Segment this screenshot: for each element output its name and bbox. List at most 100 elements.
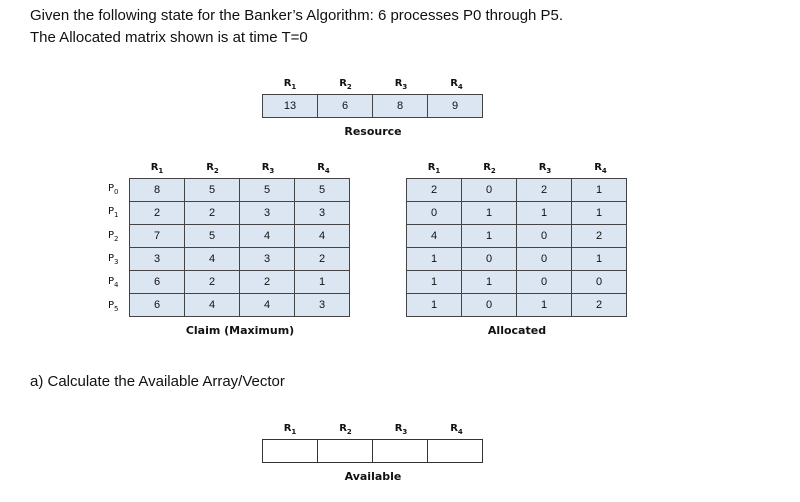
claim-header-r4: R4 <box>317 162 330 175</box>
table-cell: 0 <box>406 201 462 225</box>
part-a-question: a) Calculate the Available Array/Vector <box>30 373 285 390</box>
table-cell: 2 <box>571 224 627 248</box>
claim-header-r2: R2 <box>206 162 219 175</box>
table-cell: 0 <box>461 178 517 202</box>
table-cell: 3 <box>294 201 350 225</box>
table-cell: 1 <box>516 201 572 225</box>
table-cell: 1 <box>294 270 350 294</box>
table-cell: 4 <box>294 224 350 248</box>
table-cell: 9 <box>427 94 483 118</box>
claim-header-r3: R3 <box>261 162 275 175</box>
table-cell: 8 <box>372 94 428 118</box>
table-cell: 2 <box>129 201 185 225</box>
table-cell: 3 <box>239 247 295 271</box>
table-cell: 4 <box>184 247 240 271</box>
table-cell: 0 <box>461 293 517 317</box>
table-cell: 5 <box>294 178 350 202</box>
table-cell: 3 <box>239 201 295 225</box>
process-label-p1: P1 <box>108 206 119 220</box>
table-cell: 1 <box>406 293 462 317</box>
process-label-p2: P2 <box>108 229 119 243</box>
available-header-r2: R2 <box>339 423 352 436</box>
table-cell[interactable] <box>427 439 483 463</box>
resource-header-r3: R3 <box>394 78 408 91</box>
table-row <box>262 439 483 463</box>
table-cell: 5 <box>239 178 295 202</box>
question-line-2: The Allocated matrix shown is at time T=… <box>30 29 308 46</box>
available-header-r4: R4 <box>450 423 463 436</box>
table-cell: 6 <box>129 270 185 294</box>
table-cell: 4 <box>239 224 295 248</box>
allocated-caption: Allocated <box>487 324 547 337</box>
available-header-r1: R1 <box>283 423 297 436</box>
table-cell: 2 <box>571 293 627 317</box>
process-label-p0: P0 <box>108 183 119 196</box>
allocated-header-r3: R3 <box>538 162 552 175</box>
allocated-header-r1: R1 <box>427 162 441 175</box>
table-cell[interactable] <box>372 439 428 463</box>
resource-header-r4: R4 <box>450 78 463 91</box>
table-cell: 1 <box>406 247 462 271</box>
table-cell: 2 <box>516 178 572 202</box>
table-cell: 0 <box>516 247 572 271</box>
table-cell: 3 <box>129 247 185 271</box>
claim-caption: Claim (Maximum) <box>185 324 295 337</box>
table-cell: 4 <box>239 293 295 317</box>
table-cell: 1 <box>516 293 572 317</box>
table-cell: 1 <box>571 247 627 271</box>
table-cell: 1 <box>406 270 462 294</box>
question-line-1: Given the following state for the Banker… <box>30 7 564 24</box>
table-cell: 3 <box>294 293 350 317</box>
table-cell: 1 <box>461 224 517 248</box>
table-cell: 6 <box>317 94 373 118</box>
table-cell: 1 <box>461 201 517 225</box>
table-cell: 4 <box>184 293 240 317</box>
table-cell: 13 <box>262 94 318 118</box>
table-cell: 4 <box>406 224 462 248</box>
resource-caption: Resource <box>344 125 402 138</box>
available-header-r3: R3 <box>394 423 408 436</box>
table-cell: 8 <box>129 178 185 202</box>
table-cell: 2 <box>184 270 240 294</box>
table-cell: 2 <box>184 201 240 225</box>
allocated-header-r4: R4 <box>594 162 607 175</box>
allocated-header-r2: R2 <box>483 162 496 175</box>
table-cell: 6 <box>129 293 185 317</box>
table-cell: 1 <box>461 270 517 294</box>
resource-header-r1: R1 <box>283 78 297 91</box>
table-cell[interactable] <box>262 439 318 463</box>
claim-header-r1: R1 <box>150 162 164 175</box>
table-cell: 1 <box>571 201 627 225</box>
table-cell: 2 <box>239 270 295 294</box>
table-cell: 7 <box>129 224 185 248</box>
table-cell: 5 <box>184 178 240 202</box>
available-table <box>262 439 483 463</box>
table-cell[interactable] <box>317 439 373 463</box>
table-cell: 0 <box>571 270 627 294</box>
table-cell: 1 <box>571 178 627 202</box>
available-caption: Available <box>344 470 402 483</box>
table-cell: 0 <box>516 224 572 248</box>
resource-header-r2: R2 <box>339 78 352 91</box>
table-cell: 5 <box>184 224 240 248</box>
process-label-p4: P4 <box>108 276 119 290</box>
process-label-p5: P5 <box>108 299 119 313</box>
table-cell: 2 <box>294 247 350 271</box>
table-cell: 0 <box>461 247 517 271</box>
